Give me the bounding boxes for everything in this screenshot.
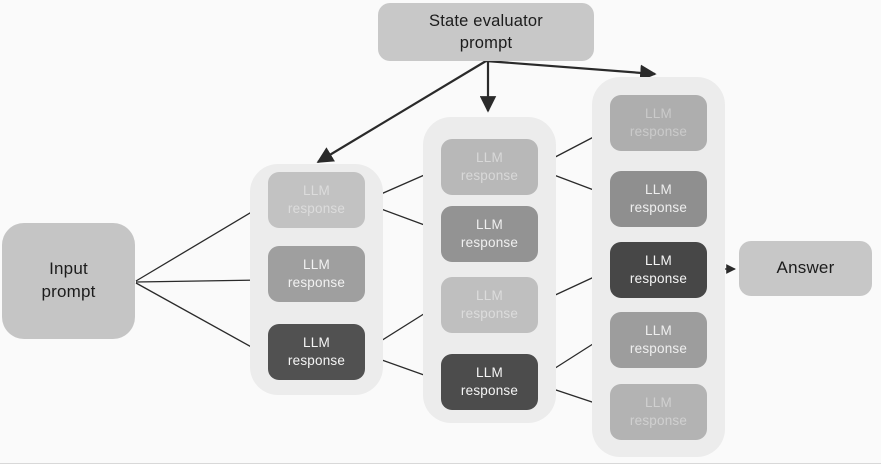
llm-response-box-c3b5: LLM response	[610, 384, 707, 440]
input-prompt-node: Input prompt	[2, 223, 135, 339]
edge-input_prompt-to-c1b2	[135, 275, 265, 286]
input-prompt-label: Input prompt	[41, 259, 96, 301]
llm-response-box-c1b2: LLM response	[268, 246, 365, 302]
llm-response-box-c1b3: LLM response	[268, 324, 365, 380]
edge-state_evaluator-to-col3	[485, 59, 657, 82]
llm-response-box-c3b2: LLM response	[610, 171, 707, 227]
llm-response-box-c3b3: LLM response	[610, 242, 707, 298]
state-evaluator-prompt-label: State evaluator prompt	[429, 11, 543, 52]
edge-input_prompt-to-c1b1	[135, 203, 266, 282]
llm-response-box-c2b4: LLM response	[441, 354, 538, 410]
answer-label: Answer	[776, 258, 835, 278]
llm-response-box-c1b1: LLM response	[268, 172, 365, 228]
llm-response-box-c2b1: LLM response	[441, 139, 538, 195]
answer-node: Answer	[739, 241, 872, 296]
edge-input_prompt-to-c1b3	[135, 282, 265, 355]
state-evaluator-prompt-node: State evaluator prompt	[378, 3, 594, 61]
llm-response-box-c3b4: LLM response	[610, 312, 707, 368]
llm-response-box-c2b3: LLM response	[441, 277, 538, 333]
llm-response-box-c3b1: LLM response	[610, 95, 707, 151]
llm-response-box-c2b2: LLM response	[441, 206, 538, 262]
